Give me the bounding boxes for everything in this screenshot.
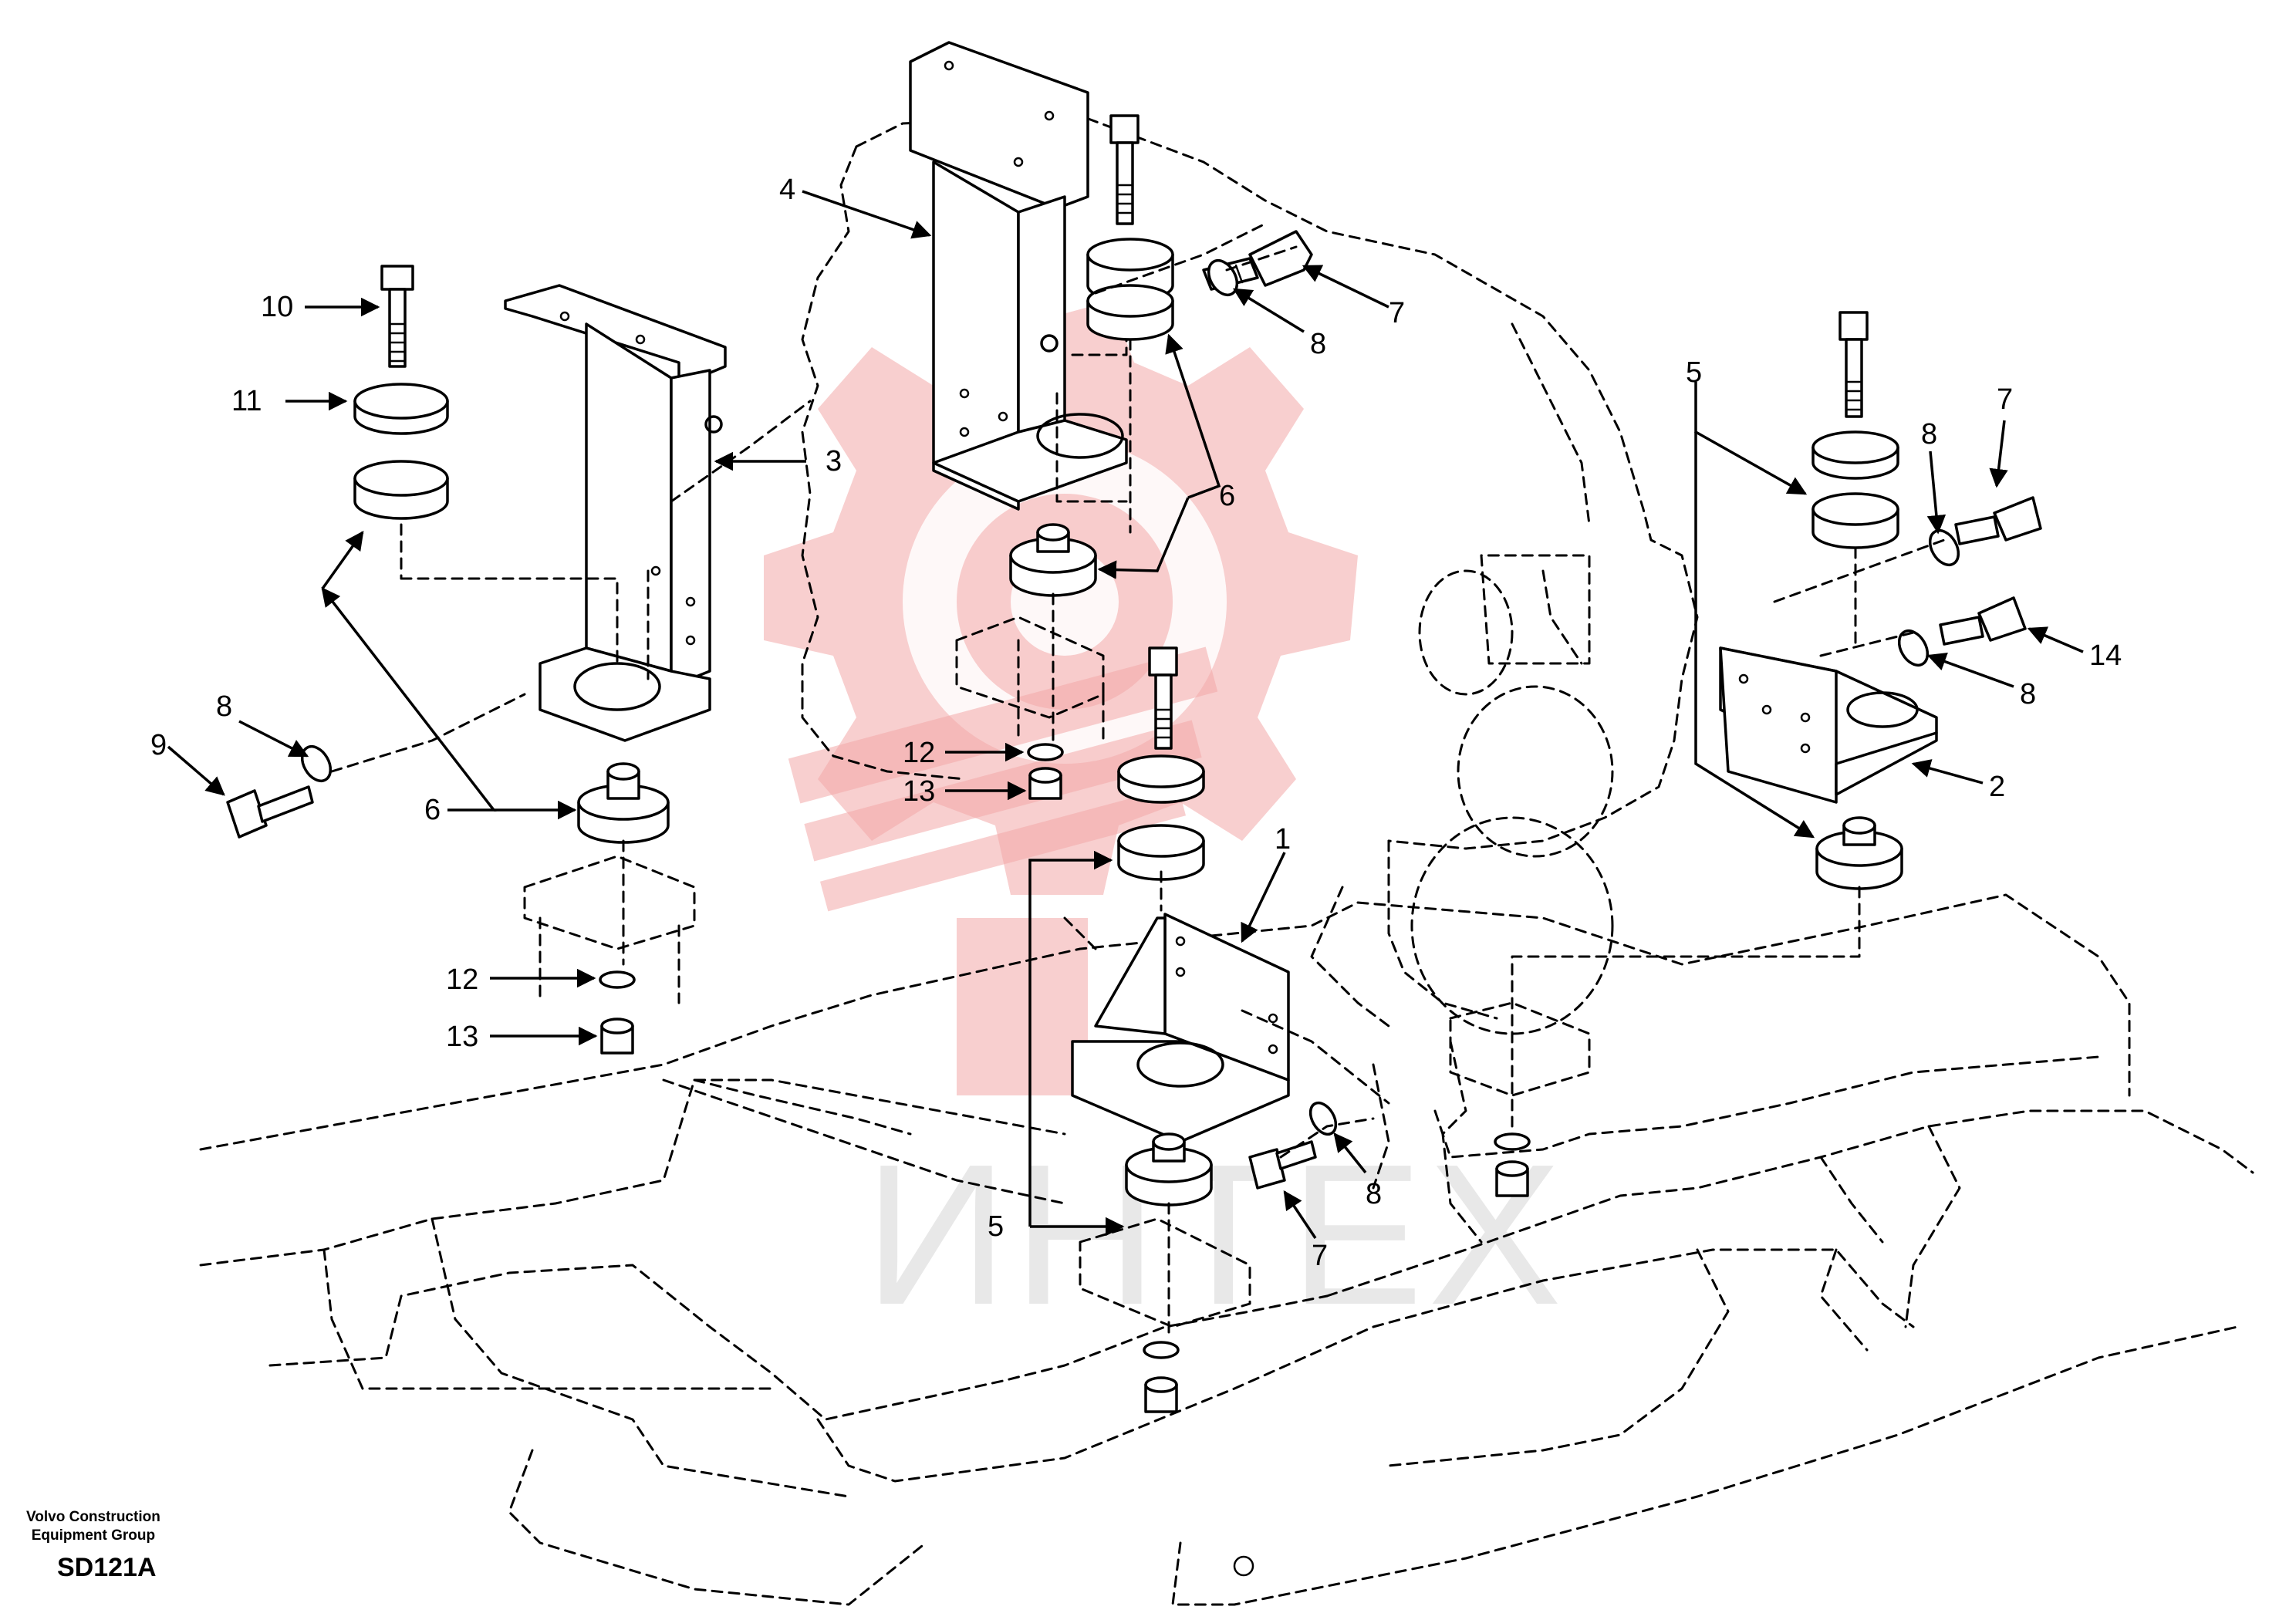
bolt-top-2 [1838,311,1869,418]
callout-13-center: 13 [903,775,935,808]
callout-6-left: 6 [424,794,441,826]
callout-6-center: 6 [1219,480,1235,512]
callout-8-bottom: 8 [1366,1178,1382,1210]
callout-8-top: 8 [1310,328,1326,360]
callout-9: 9 [150,729,167,761]
callout-labels: 4 10 11 3 7 8 6 5 7 8 14 8 2 8 9 6 12 13… [150,174,2122,1272]
assembly-centerlines [330,222,1946,1336]
callout-2: 2 [1989,771,2005,803]
bolt-top-1 [1148,646,1178,750]
callout-12-left: 12 [446,964,478,996]
drawing-code: SD121A [57,1553,157,1582]
callout-8-right-lower: 8 [2020,678,2036,710]
bolt-top-4 [1109,114,1140,225]
callout-7-right: 7 [1997,383,2013,416]
leader-lines [167,190,2084,1239]
callout-7-bottom: 7 [1312,1240,1328,1272]
callout-8-right-upper: 8 [1921,418,1937,451]
bracket-4 [909,41,1128,511]
callout-12-center: 12 [903,737,935,769]
callout-7-top: 7 [1389,297,1405,329]
watermark-text: ИНТЕХ [864,1123,1566,1347]
footer-org-line-1: Volvo Construction [26,1509,160,1525]
watermark-gear-logo [764,301,1358,1095]
bushing-mounts [577,523,1903,1207]
footer-org-line-2: Equipment Group [31,1527,156,1544]
callout-3: 3 [826,445,842,478]
callout-13-left: 13 [446,1021,478,1053]
bolt-9 [226,785,314,839]
bolt-10 [380,265,414,368]
callout-5-right: 5 [1686,356,1702,389]
bracket-3 [400,284,812,742]
washer-12-and-nut-13-set [599,743,1531,1413]
callout-14: 14 [2089,640,2122,672]
callout-4: 4 [779,174,795,206]
callout-8-left: 8 [216,690,232,723]
rubber-mount-discs [353,238,1899,881]
callout-10: 10 [261,291,293,323]
callout-5-bottom: 5 [988,1210,1004,1243]
bracket-2 [1719,646,1938,804]
bracket-1 [1063,913,1390,1143]
callout-11: 11 [231,385,262,417]
engine-block-outline [801,114,1699,1190]
bolt-7-right [1954,496,2042,545]
drawing-footer: Volvo Construction Equipment Group SD121… [26,1508,160,1583]
bolt-14 [1939,596,2027,646]
frame-rails-outline [199,893,2254,1606]
callout-1: 1 [1275,823,1291,856]
